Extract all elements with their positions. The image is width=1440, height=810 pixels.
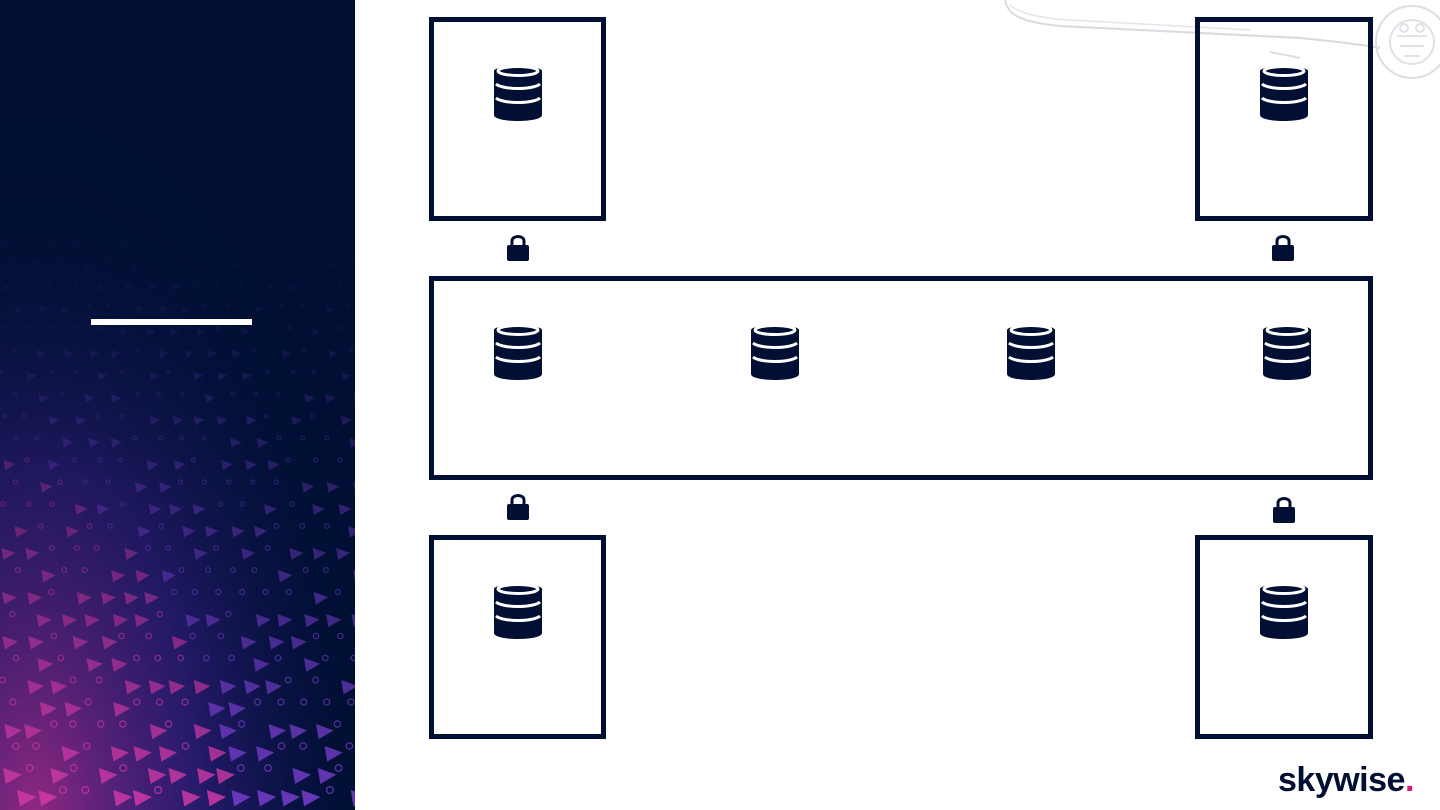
database-icon bbox=[1262, 321, 1312, 383]
padlock-icon bbox=[506, 492, 530, 521]
database-icon bbox=[493, 321, 543, 383]
padlock-icon bbox=[1271, 233, 1295, 262]
skywise-logo: skywise. bbox=[1278, 760, 1414, 800]
logo-text: skywise bbox=[1278, 761, 1405, 799]
bottom-left-node-box bbox=[429, 535, 606, 739]
central-platform-box bbox=[429, 276, 1373, 480]
left-panel bbox=[0, 0, 355, 810]
database-icon bbox=[493, 62, 543, 124]
data-pattern-background bbox=[0, 0, 355, 810]
database-icon bbox=[750, 321, 800, 383]
database-icon bbox=[493, 580, 543, 642]
database-icon bbox=[1259, 580, 1309, 642]
top-left-node-box bbox=[429, 17, 606, 221]
database-icon bbox=[1259, 62, 1309, 124]
padlock-icon bbox=[1272, 495, 1296, 524]
title-underline bbox=[91, 319, 252, 325]
bottom-right-node-box bbox=[1195, 535, 1373, 739]
logo-dot: . bbox=[1404, 761, 1414, 799]
padlock-icon bbox=[506, 233, 530, 262]
aircraft-outline bbox=[1004, 0, 1440, 79]
database-icon bbox=[1006, 321, 1056, 383]
top-right-node-box bbox=[1195, 17, 1373, 221]
